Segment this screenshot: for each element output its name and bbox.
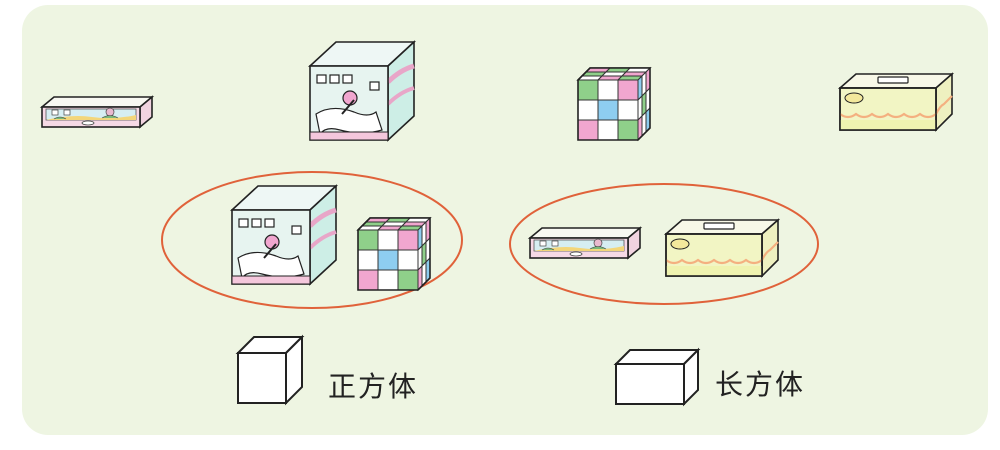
cube-group-ellipse xyxy=(161,171,463,309)
rubiks-cube-top xyxy=(577,67,651,141)
cuboid-label: 长方体 xyxy=(715,368,806,401)
drawing-cube-box-grouped xyxy=(232,186,336,284)
rubiks-cube-grouped xyxy=(357,217,431,291)
pencil-box-grouped xyxy=(529,227,641,259)
cube-legend-shape xyxy=(237,336,303,404)
pencil-box-top xyxy=(41,96,153,128)
cube-label: 正方体 xyxy=(328,370,419,403)
cuboid-group-ellipse xyxy=(509,183,819,305)
tissue-box-top xyxy=(838,72,954,132)
cuboid-legend-shape xyxy=(615,349,699,405)
drawing-cube-box-top xyxy=(310,42,414,140)
background-panel xyxy=(22,5,988,435)
tissue-box-grouped xyxy=(664,218,780,278)
